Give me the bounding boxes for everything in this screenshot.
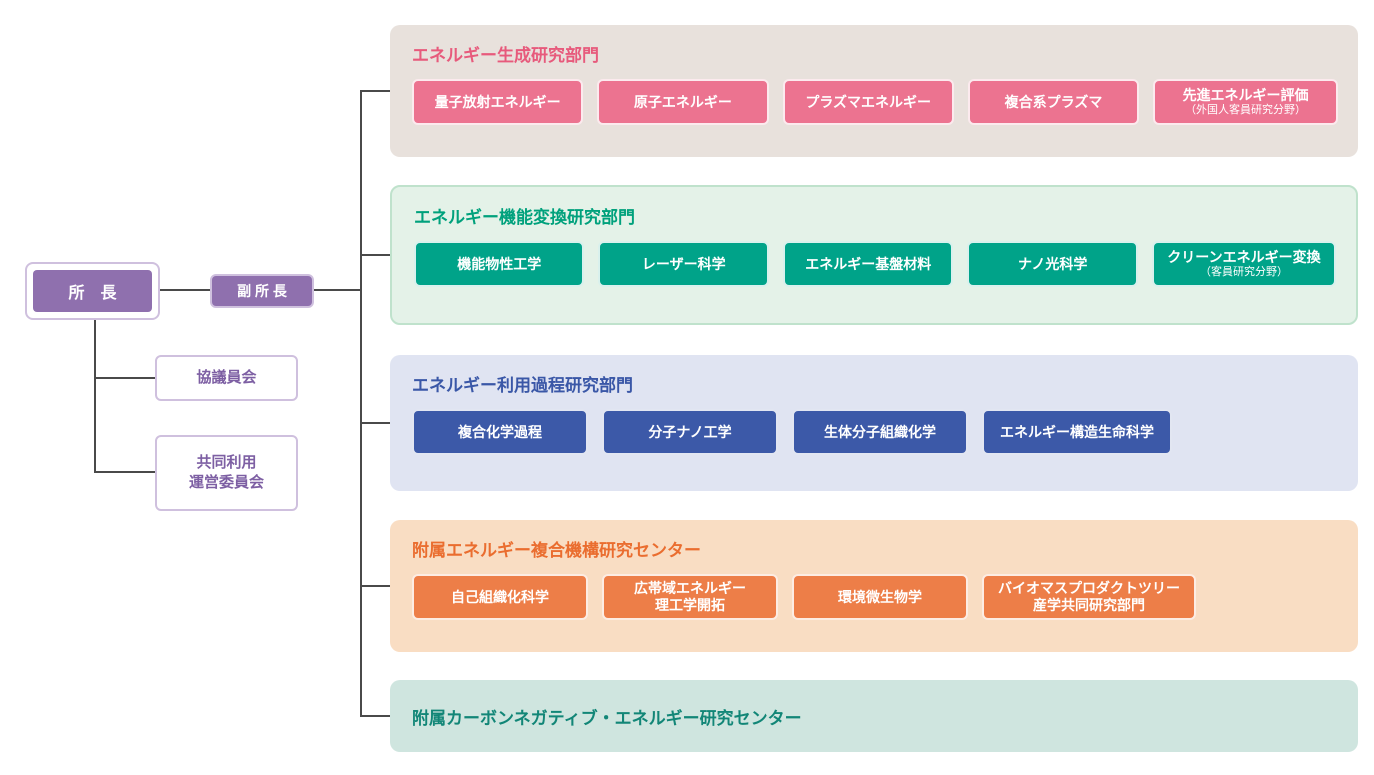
- connector-branch-panel3: [360, 422, 392, 424]
- dept-item: エネルギー基盤材料: [782, 241, 954, 287]
- dept-item-label: レーザー科学: [641, 255, 726, 272]
- dept-item: 環境微生物学: [792, 574, 968, 620]
- dept-item: エネルギー構造生命科学: [982, 409, 1172, 455]
- dept-item-label: 環境微生物学: [838, 588, 922, 605]
- dept-item: ナノ光科学: [967, 241, 1138, 287]
- panel-complex-mechanism-center: 附属エネルギー複合機構研究センター 自己組織化科学 広帯域エネルギー 理工学開拓…: [390, 520, 1358, 652]
- dept-item-label: 複合系プラズマ: [1004, 93, 1103, 110]
- connector-trunk-vertical: [360, 90, 362, 717]
- connector-branch-panel1: [360, 90, 392, 92]
- dept-item: プラズマエネルギー: [782, 79, 954, 125]
- dept-item: 先進エネルギー評価 （外国人客員研究分野）: [1153, 79, 1339, 125]
- dept-items-row: 量子放射エネルギー 原子エネルギー プラズマエネルギー 複合系プラズマ 先進エネ…: [412, 79, 1339, 125]
- dept-item-label: 機能物性工学: [457, 255, 542, 272]
- dept-item-label: 分子ナノ工学: [648, 423, 732, 440]
- director-label: 所 長: [33, 270, 152, 312]
- dept-item-label: 原子エネルギー: [633, 93, 732, 110]
- panel-title: エネルギー生成研究部門: [412, 46, 599, 65]
- dept-item: 分子ナノ工学: [602, 409, 778, 455]
- dept-item-label: 広帯域エネルギー 理工学開拓: [634, 580, 746, 613]
- panel-energy-generation: エネルギー生成研究部門 量子放射エネルギー 原子エネルギー プラズマエネルギー …: [390, 25, 1358, 157]
- dept-item: 機能物性工学: [414, 241, 585, 287]
- dept-item-label: クリーンエネルギー変換: [1167, 249, 1321, 265]
- panel-title: 附属カーボンネガティブ・エネルギー研究センター: [412, 708, 802, 728]
- dept-item-label: 自己組織化科学: [451, 588, 549, 605]
- dept-item-label: 先進エネルギー評価: [1182, 87, 1309, 103]
- dept-item-label: 複合化学過程: [458, 423, 542, 440]
- dept-item-sublabel: （外国人客員研究分野）: [1185, 103, 1307, 116]
- connector-branch-joint-use: [94, 471, 155, 473]
- dept-item-label: バイオマスプロダクトツリー 産学共同研究部門: [998, 580, 1180, 613]
- dept-item-label: エネルギー基盤材料: [805, 255, 932, 272]
- panel-title: エネルギー利用過程研究部門: [412, 376, 633, 395]
- dept-item: 量子放射エネルギー: [412, 79, 584, 125]
- panel-energy-conversion: エネルギー機能変換研究部門 機能物性工学 レーザー科学 エネルギー基盤材料 ナノ…: [390, 185, 1358, 325]
- vice-director-box: 副 所 長: [210, 274, 314, 308]
- dept-item: バイオマスプロダクトツリー 産学共同研究部門: [982, 574, 1196, 620]
- dept-item-label: ナノ光科学: [1018, 255, 1088, 272]
- connector-branch-panel5: [360, 715, 392, 717]
- dept-item: レーザー科学: [598, 241, 769, 287]
- dept-item: 生体分子組織化学: [792, 409, 968, 455]
- dept-item: 自己組織化科学: [412, 574, 588, 620]
- panel-title: エネルギー機能変換研究部門: [414, 208, 635, 227]
- dept-item: 原子エネルギー: [597, 79, 769, 125]
- dept-items-row: 自己組織化科学 広帯域エネルギー 理工学開拓 環境微生物学 バイオマスプロダクト…: [412, 574, 1338, 620]
- connector-director-vice: [160, 289, 210, 291]
- director-box: 所 長: [25, 262, 160, 320]
- dept-item: 複合化学過程: [412, 409, 588, 455]
- dept-item: 広帯域エネルギー 理工学開拓: [602, 574, 778, 620]
- dept-item-label: 量子放射エネルギー: [434, 93, 561, 110]
- panel-carbon-negative-center: 附属カーボンネガティブ・エネルギー研究センター: [390, 680, 1358, 752]
- panel-title: 附属エネルギー複合機構研究センター: [412, 541, 701, 560]
- dept-item-sublabel: （客員研究分野）: [1199, 265, 1288, 278]
- dept-item-label: 生体分子組織化学: [824, 423, 936, 440]
- panel-energy-utilization: エネルギー利用過程研究部門 複合化学過程 分子ナノ工学 生体分子組織化学 エネル…: [390, 355, 1358, 491]
- dept-item-label: エネルギー構造生命科学: [1000, 423, 1154, 440]
- dept-item-label: プラズマエネルギー: [805, 93, 932, 110]
- dept-items-row: 複合化学過程 分子ナノ工学 生体分子組織化学 エネルギー構造生命科学: [412, 409, 1338, 455]
- committee-box-council: 協議員会: [155, 355, 298, 401]
- dept-items-row: 機能物性工学 レーザー科学 エネルギー基盤材料 ナノ光科学 クリーンエネルギー変…: [414, 241, 1336, 287]
- connector-branch-panel2: [360, 254, 392, 256]
- connector-branch-council: [94, 377, 155, 379]
- dept-item: クリーンエネルギー変換 （客員研究分野）: [1151, 241, 1336, 287]
- connector-branch-panel4: [360, 585, 392, 587]
- connector-director-vertical: [94, 318, 96, 473]
- dept-item: 複合系プラズマ: [967, 79, 1140, 125]
- committee-box-joint-use: 共同利用 運営委員会: [155, 435, 298, 511]
- connector-vice-trunk: [314, 289, 360, 291]
